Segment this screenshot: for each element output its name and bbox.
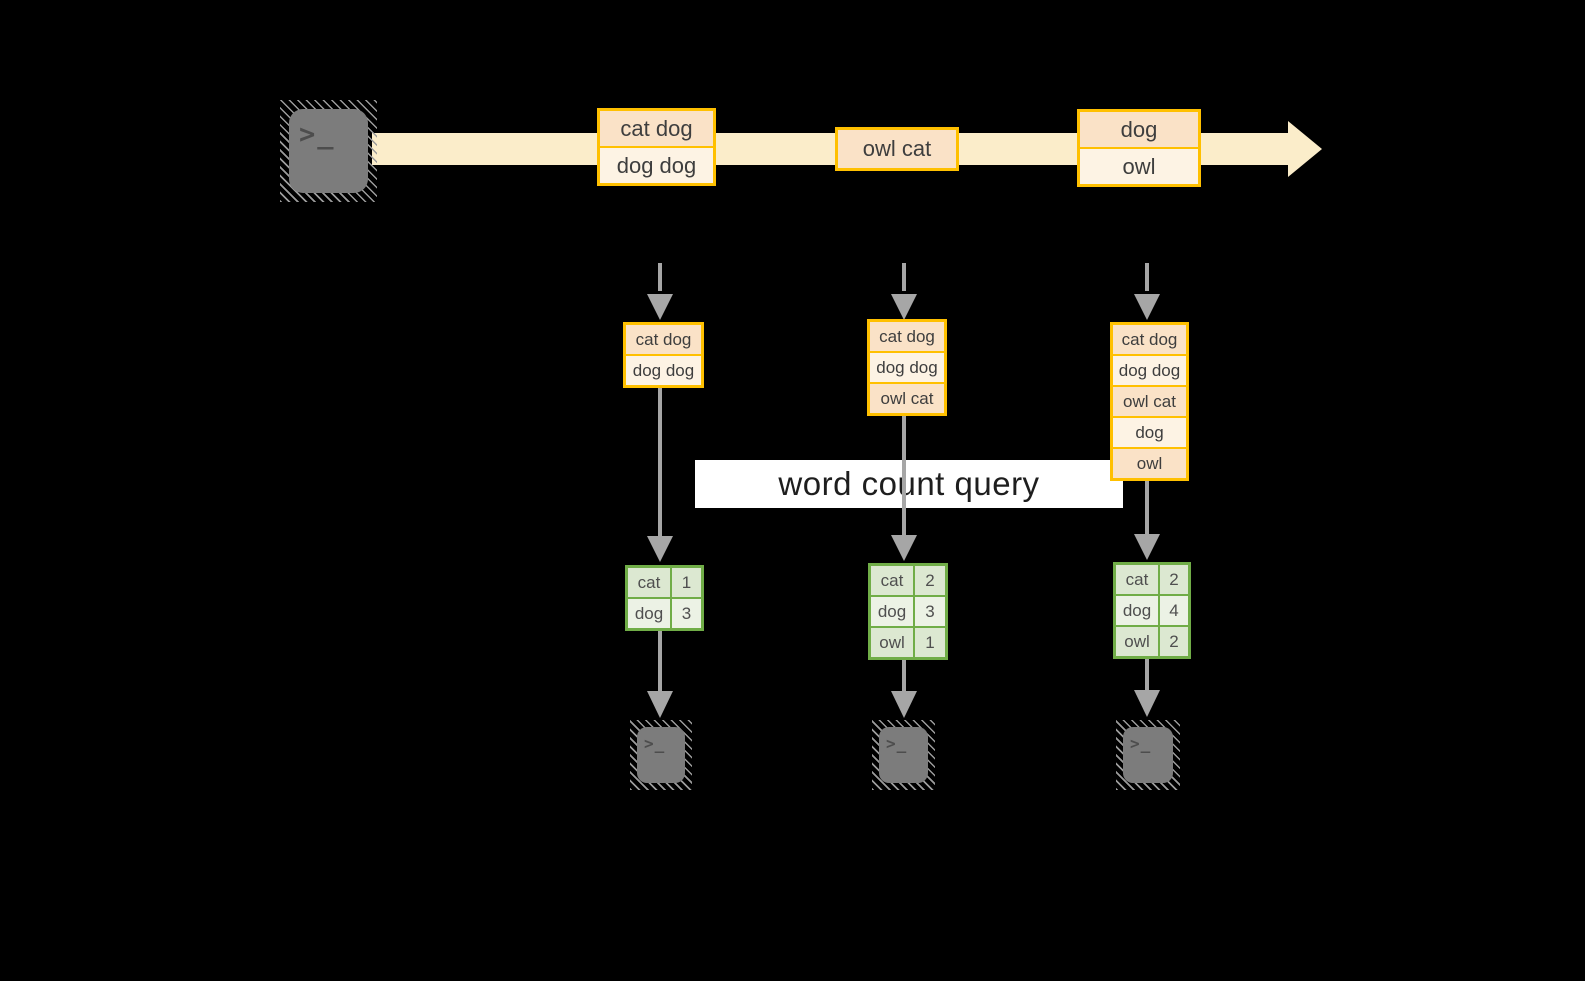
- connector-line: [658, 387, 662, 537]
- result-table-1: cat 1 dog 3: [625, 565, 704, 631]
- stream-batch-2: owl cat: [835, 127, 959, 171]
- result-row: cat 2: [871, 566, 945, 595]
- state-record: cat dog: [626, 325, 701, 354]
- dashed-arrow-line: [658, 263, 662, 291]
- arrow-head-icon: [647, 691, 673, 718]
- terminal-prompt-icon: >_: [886, 734, 908, 753]
- terminal-screen: >_: [637, 727, 685, 783]
- state-record: owl cat: [870, 382, 944, 413]
- sink-terminal-icon: >_: [630, 720, 692, 790]
- result-word: owl: [1116, 627, 1160, 656]
- result-count: 1: [925, 632, 935, 652]
- result-count: 2: [925, 570, 935, 590]
- stream-record: dog dog: [600, 146, 713, 183]
- state-record: dog dog: [626, 354, 701, 385]
- result-word: cat: [1116, 565, 1160, 594]
- stream-record: dog: [1080, 112, 1198, 147]
- dashed-arrow-line: [1145, 263, 1149, 291]
- arrow-head-icon: [1134, 534, 1160, 560]
- result-word: cat: [628, 568, 672, 597]
- result-row: cat 1: [628, 568, 701, 597]
- stream-record: cat dog: [600, 111, 713, 146]
- connector-line: [902, 660, 906, 693]
- dashed-arrow-head-icon: [647, 294, 673, 320]
- result-count: 2: [1169, 569, 1179, 589]
- connector-line: [658, 631, 662, 693]
- terminal-screen: >_: [879, 727, 928, 783]
- result-word: owl: [871, 628, 915, 657]
- state-record: dog: [1113, 416, 1186, 447]
- query-label: word count query: [778, 465, 1040, 502]
- result-word: cat: [871, 566, 915, 595]
- stream-record: owl cat: [838, 130, 956, 168]
- result-count: 2: [1169, 631, 1179, 651]
- result-table-2: cat 2 dog 3 owl 1: [868, 563, 948, 660]
- arrow-head-icon: [891, 535, 917, 561]
- state-record: owl: [1113, 447, 1186, 478]
- state-record: dog dog: [1113, 354, 1186, 385]
- query-label-band: word count query: [695, 460, 1123, 508]
- state-record: owl cat: [1113, 385, 1186, 416]
- dashed-arrow-head-icon: [1134, 294, 1160, 320]
- sink-terminal-icon: >_: [872, 720, 935, 790]
- result-row: dog 3: [628, 597, 701, 628]
- result-count: 3: [681, 603, 692, 623]
- result-row: owl 1: [871, 626, 945, 657]
- connector-line: [902, 416, 906, 536]
- result-row: dog 3: [871, 595, 945, 626]
- stream-record: owl: [1080, 147, 1198, 184]
- arrow-head-icon: [1134, 690, 1160, 717]
- terminal-prompt-icon: >_: [299, 119, 336, 150]
- connector-line: [1145, 659, 1149, 693]
- arrow-head-icon: [891, 691, 917, 718]
- result-word: dog: [628, 599, 672, 628]
- sink-terminal-icon: >_: [1116, 720, 1180, 790]
- result-table-3: cat 2 dog 4 owl 2: [1113, 562, 1191, 659]
- dashed-arrow-head-icon: [891, 294, 917, 320]
- terminal-prompt-icon: >_: [1130, 734, 1152, 753]
- dashed-arrow-line: [902, 263, 906, 291]
- result-count: 1: [681, 572, 692, 592]
- terminal-screen: >_: [1123, 727, 1173, 783]
- source-terminal-icon: >_: [280, 100, 377, 202]
- result-count: 4: [1169, 600, 1179, 620]
- terminal-screen: >_: [289, 109, 368, 193]
- arrow-head-icon: [647, 536, 673, 562]
- connector-line: [1145, 481, 1149, 535]
- state-record: dog dog: [870, 351, 944, 382]
- result-word: dog: [1116, 596, 1160, 625]
- result-word: dog: [871, 597, 915, 626]
- state-record: cat dog: [870, 322, 944, 351]
- state-record: cat dog: [1113, 325, 1186, 354]
- result-row: dog 4: [1116, 594, 1188, 625]
- terminal-prompt-icon: >_: [644, 734, 666, 753]
- result-row: cat 2: [1116, 565, 1188, 594]
- result-count: 3: [925, 601, 935, 621]
- stream-arrow-head-icon: [1288, 121, 1322, 177]
- result-row: owl 2: [1116, 625, 1188, 656]
